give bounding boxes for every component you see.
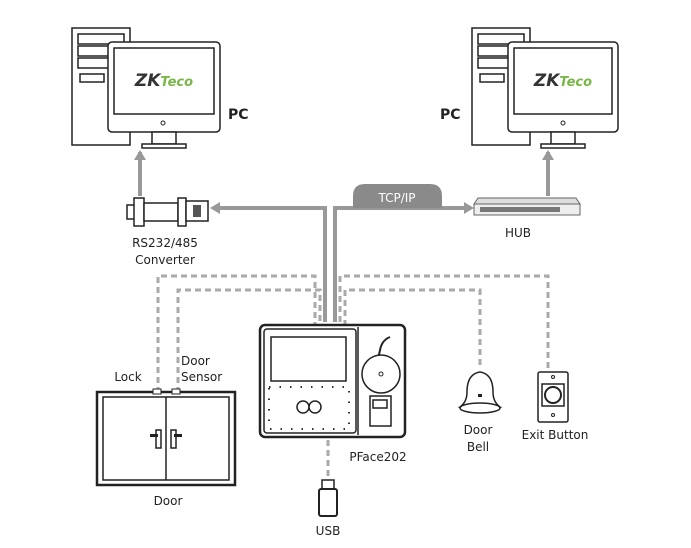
usb-icon bbox=[318, 488, 338, 517]
zkteco-logo: ZKTeco bbox=[134, 71, 193, 91]
door: Lock Door Sensor Door bbox=[95, 354, 237, 508]
exit-button: Exit Button bbox=[522, 371, 589, 442]
arrow-head bbox=[464, 202, 474, 214]
lock-icon bbox=[152, 388, 162, 395]
arrow-head bbox=[210, 202, 220, 214]
converter-label-1: RS232/485 bbox=[132, 236, 198, 250]
sensor-icon bbox=[171, 388, 181, 395]
usb-label: USB bbox=[316, 524, 341, 538]
sensor-wire bbox=[176, 288, 322, 393]
bell-wire bbox=[343, 288, 482, 365]
zkteco-logo: ZKTeco bbox=[533, 71, 592, 91]
door-label: Door bbox=[154, 494, 183, 508]
pc-label: PC bbox=[440, 107, 461, 123]
bell-label-2: Bell bbox=[467, 440, 489, 454]
hub-ports bbox=[480, 207, 560, 212]
rs485-link bbox=[214, 206, 327, 322]
device-label: PFace202 bbox=[349, 450, 406, 464]
pc-left: ZKTeco PC bbox=[71, 27, 249, 149]
bell-icon bbox=[457, 371, 503, 408]
arrow-head bbox=[542, 150, 554, 160]
arrow-head bbox=[134, 150, 146, 160]
exit-wire bbox=[338, 274, 550, 368]
sensor-label-1: Door bbox=[181, 354, 210, 368]
device-screen bbox=[270, 336, 347, 382]
tcpip-label: TCP/IP bbox=[377, 191, 415, 205]
rs232-converter: RS232/485 Converter bbox=[126, 197, 209, 267]
exit-button-label: Exit Button bbox=[522, 428, 589, 442]
pc-right: ZKTeco PC bbox=[440, 27, 619, 149]
hub: HUB bbox=[473, 197, 581, 240]
tcpip-link bbox=[333, 206, 470, 322]
camera-lens bbox=[361, 354, 401, 394]
converter-label-2: Converter bbox=[135, 253, 195, 267]
hub-label: HUB bbox=[505, 226, 531, 240]
pface202-device: PFace202 bbox=[258, 323, 407, 464]
bell-label-1: Door bbox=[464, 423, 493, 437]
usb-stick: USB bbox=[316, 479, 341, 538]
lock-label: Lock bbox=[114, 370, 141, 384]
door-bell: Door Bell bbox=[457, 371, 503, 454]
tcpip-badge: TCP/IP bbox=[353, 184, 442, 208]
sensor-label-2: Sensor bbox=[181, 370, 222, 384]
lock-wire bbox=[156, 274, 317, 393]
pc-label: PC bbox=[228, 107, 249, 123]
